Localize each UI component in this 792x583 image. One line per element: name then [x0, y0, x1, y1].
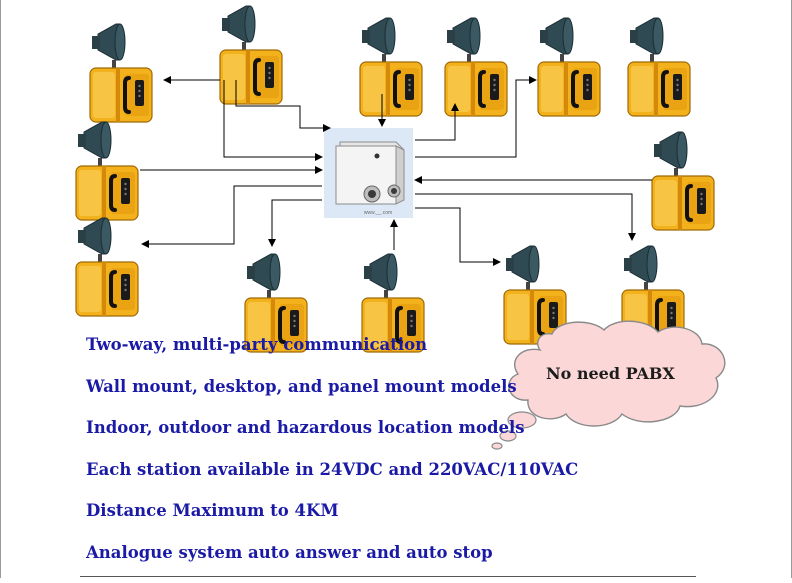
station-horn-phone-icon: [360, 18, 422, 116]
junction-box-icon: [324, 128, 413, 218]
station-horn-phone-icon: [445, 18, 507, 116]
station-horn-phone-icon: [76, 122, 138, 220]
feature-item: Wall mount, desktop, and panel mount mod…: [86, 376, 578, 418]
bottom-divider: [80, 576, 696, 577]
feature-item: Each station available in 24VDC and 220V…: [86, 459, 578, 501]
station-horn-phone-icon: [90, 24, 152, 122]
feature-item: Distance Maximum to 4KM: [86, 500, 578, 542]
feature-item: Two-way, multi-party communication: [86, 334, 578, 376]
controller-label: www.__.com: [364, 210, 392, 216]
station-horn-phone-icon: [538, 18, 600, 116]
station-horn-phone-icon: [652, 132, 714, 230]
station-horn-phone-icon: [220, 6, 282, 104]
feature-list: Two-way, multi-party communication Wall …: [86, 334, 578, 583]
feature-item: Indoor, outdoor and hazardous location m…: [86, 417, 578, 459]
station-horn-phone-icon: [76, 218, 138, 316]
station-horn-phone-icon: [628, 18, 690, 116]
